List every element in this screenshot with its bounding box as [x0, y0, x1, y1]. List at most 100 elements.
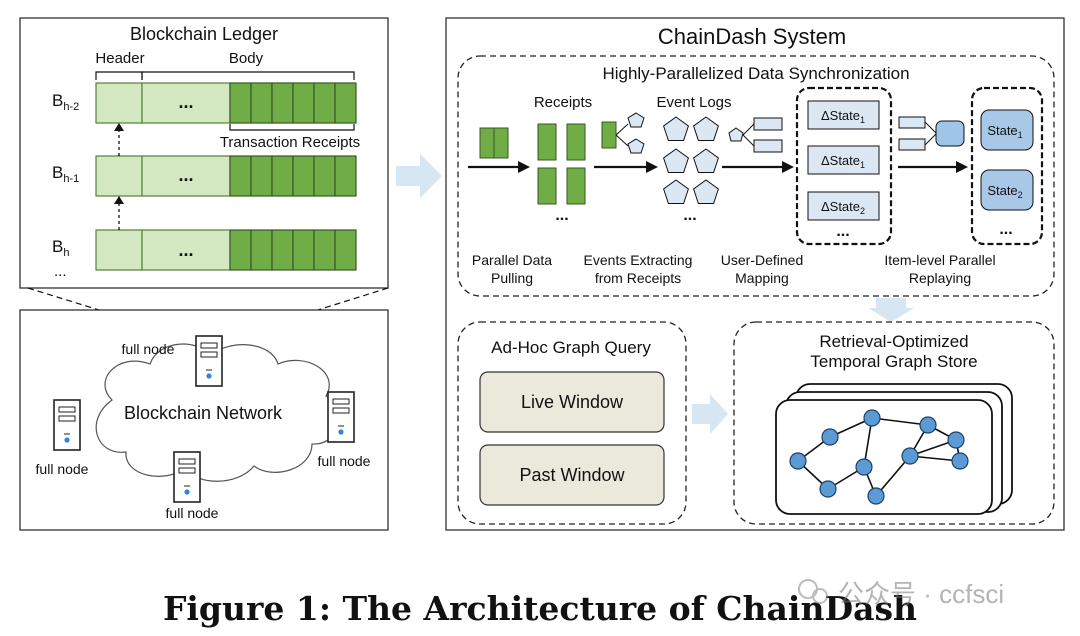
graph-node	[951, 452, 969, 470]
arrow-head	[114, 123, 124, 131]
mapped-state-icon	[753, 117, 783, 131]
server-icon	[327, 391, 355, 443]
block-header-h2	[95, 82, 143, 124]
receipt-block	[566, 123, 586, 161]
state-label: State1	[987, 123, 1022, 140]
wechat-icon	[812, 588, 828, 604]
delta-ellipsis: ...	[836, 223, 849, 240]
delta-state-box	[807, 145, 880, 175]
log-pentagon-icon	[627, 138, 645, 154]
receipt-block	[537, 167, 557, 205]
server-led	[64, 437, 70, 443]
delta-state-label: ΔState1	[821, 153, 865, 170]
server-icon	[53, 399, 81, 451]
graph-node	[855, 458, 873, 476]
delta-state-label: ΔState1	[821, 108, 865, 125]
server-icon	[195, 335, 223, 387]
past-window-box	[479, 444, 665, 506]
receipt-block	[566, 167, 586, 205]
event-logs-label: Event Logs	[656, 94, 731, 111]
state-box	[980, 169, 1034, 211]
pulled-receipt	[479, 127, 495, 159]
receipts-grid	[537, 123, 586, 205]
log-pentagon-icon	[627, 112, 645, 128]
transaction-receipt-cell	[313, 229, 336, 271]
full-node-label: full node	[166, 505, 219, 521]
server-slot	[178, 458, 196, 465]
states-region	[970, 86, 1044, 246]
state-box	[980, 109, 1034, 151]
event-log-pentagon	[663, 148, 689, 173]
body-bracket	[141, 71, 355, 80]
transaction-receipt-cell	[334, 229, 357, 271]
ledger-title: Blockchain Ledger	[130, 24, 278, 44]
block-header-h	[95, 229, 143, 271]
arrow-head	[518, 161, 530, 173]
server-slot	[58, 415, 76, 422]
server-led	[184, 489, 190, 495]
transaction-receipt-cell	[271, 155, 294, 197]
block-label-h1: Bh-1	[52, 163, 79, 185]
sync-region	[457, 55, 1055, 297]
arrow-head	[782, 161, 794, 173]
watermark: 公众号 · ccfsci	[798, 579, 1004, 609]
arrow-head	[956, 161, 968, 173]
stage-label: from Receipts	[595, 270, 681, 286]
transaction-receipt-cell	[250, 82, 273, 124]
server-slot	[58, 406, 76, 413]
map-line	[742, 123, 755, 136]
full-node-label: full node	[318, 453, 371, 469]
graph-node	[789, 452, 807, 470]
block-receipts-h2	[229, 82, 357, 124]
transaction-receipt-cell	[229, 82, 252, 124]
server-led	[338, 429, 344, 435]
stage-label: Replaying	[909, 270, 971, 286]
transaction-receipt-cell	[229, 229, 252, 271]
transaction-receipt-cell	[313, 82, 336, 124]
server-icon	[173, 451, 201, 503]
arrow-head	[114, 196, 124, 204]
figure-caption: Figure 1: The Architecture of ChainDash	[163, 589, 917, 628]
graph-node	[863, 409, 881, 427]
store-region	[733, 321, 1055, 525]
replay-line	[924, 133, 937, 146]
live-window-box	[479, 371, 665, 433]
graph-edge	[871, 417, 929, 426]
block-body-h1	[141, 155, 231, 197]
graph-node	[919, 416, 937, 434]
graph-node	[947, 431, 965, 449]
mapping-pentagon-icon	[728, 127, 744, 142]
transaction-receipt-cell	[334, 155, 357, 197]
stage-label: User-Defined	[721, 252, 803, 268]
transaction-receipt-cell	[229, 155, 252, 197]
stage-label: Pulling	[491, 270, 533, 286]
replay-state-icon	[935, 120, 965, 147]
delta-state-box	[807, 100, 880, 130]
logs-ellipsis: ...	[683, 207, 696, 224]
block-body-ellipsis: ...	[178, 240, 193, 260]
more-blocks-ellipsis: ...	[54, 263, 67, 280]
server-slot	[200, 342, 218, 349]
states-ellipsis: ...	[999, 221, 1012, 238]
stage-label: Mapping	[735, 270, 789, 286]
full-node-label: full node	[122, 341, 175, 357]
delta-states-region	[795, 86, 893, 246]
block-body-ellipsis: ...	[178, 165, 193, 185]
receipts-column-label: Receipts	[534, 94, 592, 111]
block-receipts-h1	[229, 155, 357, 197]
block-body-ellipsis: ...	[178, 92, 193, 112]
block-receipts-h	[229, 229, 357, 271]
body-label: Body	[229, 50, 264, 67]
receipt-split-icon	[601, 121, 617, 149]
receipts-ellipsis: ...	[555, 207, 568, 224]
block-body-h2	[141, 82, 231, 124]
graph-node	[821, 428, 839, 446]
transaction-receipt-cell	[313, 155, 336, 197]
transaction-receipt-cell	[271, 229, 294, 271]
event-log-pentagon	[663, 179, 689, 204]
event-log-pentagon	[663, 116, 689, 141]
stage-label: Events Extracting	[584, 252, 693, 268]
full-node-label: full node	[36, 461, 89, 477]
graph-node	[901, 447, 919, 465]
